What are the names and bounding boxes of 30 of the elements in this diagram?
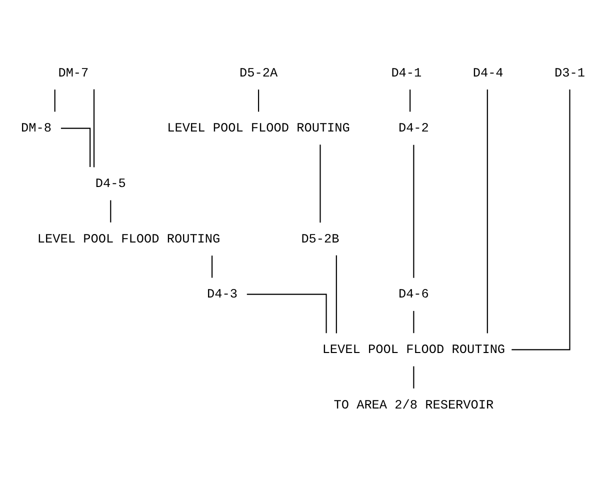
connector [212,256,213,278]
connector [413,144,414,278]
connector [93,89,95,168]
node-text: D4-1 [391,65,422,80]
connector [336,255,337,334]
connector [110,200,112,222]
connector [60,128,91,168]
connector [512,89,570,350]
node-text: D4-5 [95,176,126,192]
node-text: D4-3 [207,286,238,302]
connector [258,90,260,112]
node-text: D4-2 [398,120,429,136]
connector [413,366,414,388]
connector [320,144,321,223]
node-text: D5-2B [301,231,340,246]
connector [413,310,414,334]
connector [246,294,327,334]
connector [486,89,488,334]
node-text: DM-8 [21,120,52,136]
node-text: LEVEL POOL FLOOD ROUTING [167,120,350,136]
node-text: D4-6 [398,286,429,302]
node-text: DM-7 [58,65,89,80]
connector [54,90,56,112]
node-text: TO AREA 2/8 RESERVOIR [334,397,494,412]
node-text: D5-2A [240,65,278,80]
node-text: LEVEL POOL FLOOD ROUTING [37,231,220,246]
node-text: D4-4 [472,65,504,80]
connector [410,90,411,112]
node-text: LEVEL POOL FLOOD ROUTING [322,342,506,358]
node-text: D3-1 [554,65,585,80]
